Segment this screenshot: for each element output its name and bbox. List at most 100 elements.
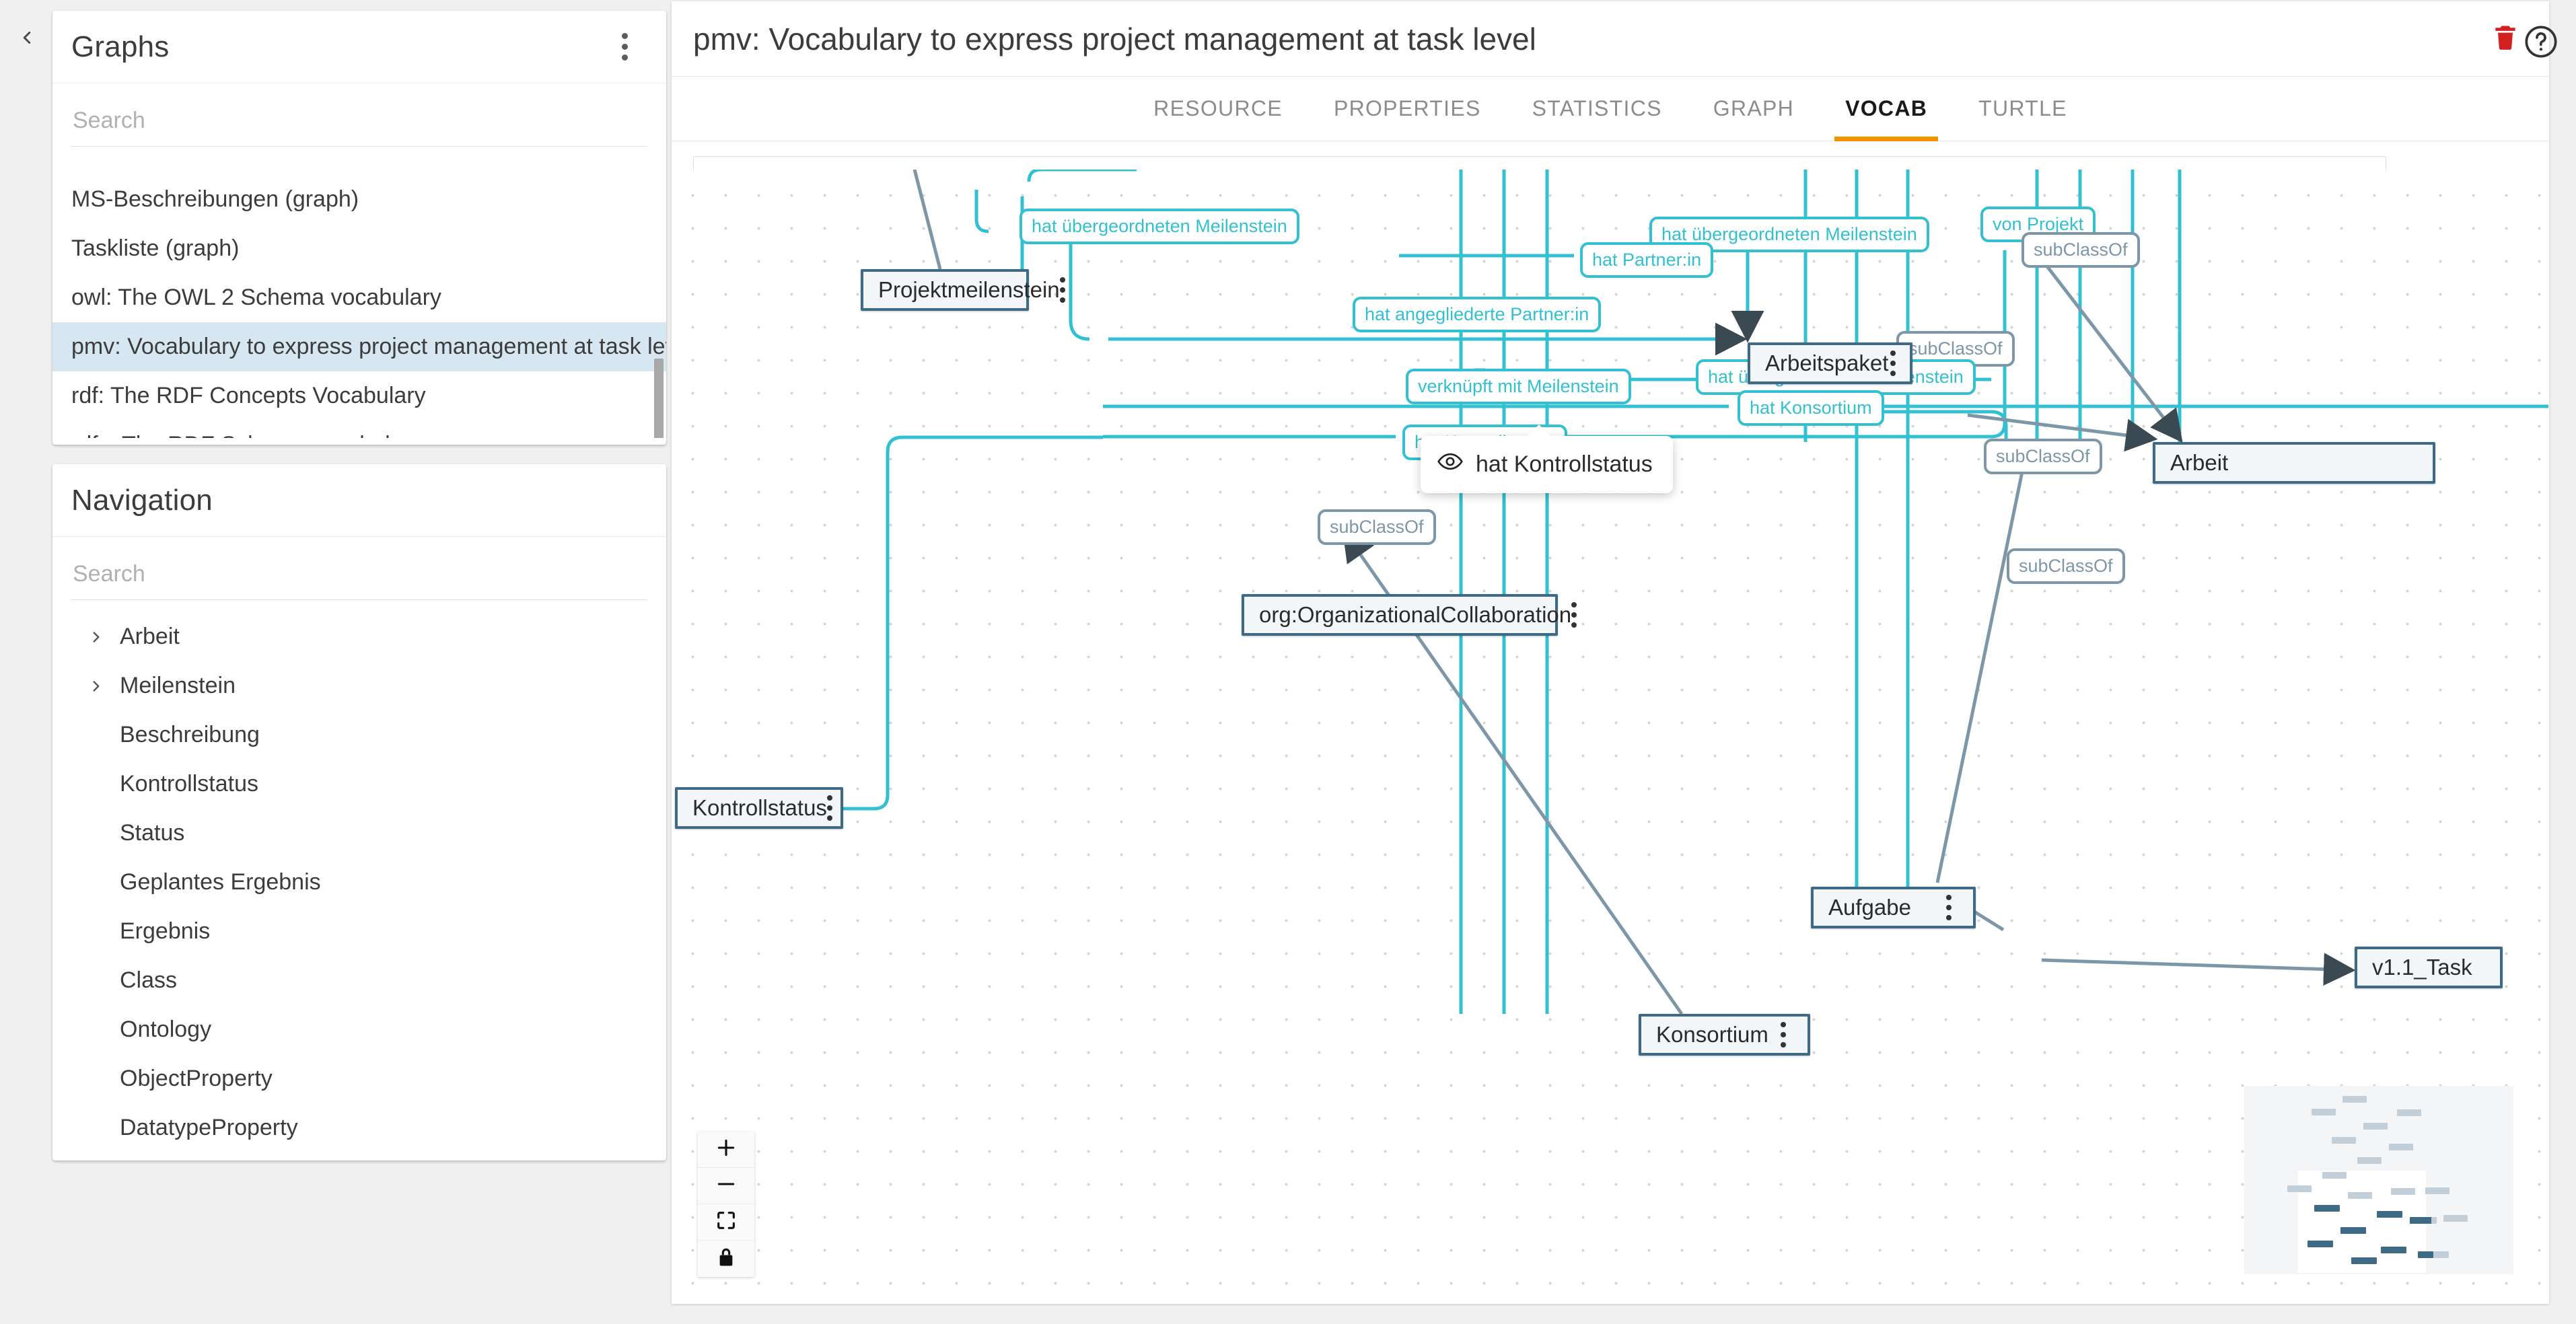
graph-item-label: Taskliste (graph) [71,235,240,261]
navigation-list: Arbeit Meilenstein Beschreibung Kontroll… [52,612,666,1164]
tab-resource[interactable]: RESOURCE [1153,96,1283,120]
graphs-list: MS-Beschreibungen (graph) Taskliste (gra… [52,152,666,438]
tooltip-text: hat Kontrollstatus [1476,451,1653,477]
navigation-search-input[interactable] [71,552,647,600]
minimap-node [2287,1185,2312,1192]
tab-graph[interactable]: GRAPH [1713,96,1795,120]
edge-label-subclassof-4[interactable]: subClassOf [1318,509,1436,545]
minimap[interactable] [2244,1086,2513,1274]
node-label: Arbeit [2170,450,2229,475]
list-item[interactable]: rdf: The RDF Concepts Vocabulary [52,371,666,420]
node-label: Kontrollstatus [692,795,827,820]
list-item[interactable]: rdfs: The RDF Schema vocabulary [52,420,666,438]
graph-node-aufgabe[interactable]: Aufgabe [1811,887,1976,928]
list-item[interactable]: MS-Beschreibungen (graph) [52,175,666,224]
node-menu-button[interactable] [1937,889,1961,926]
zoom-out-button[interactable] [698,1168,754,1204]
nav-item-geplantes-ergebnis[interactable]: Geplantes Ergebnis [52,858,666,907]
node-menu-button[interactable] [1771,1016,1795,1054]
lock-icon [715,1246,738,1272]
edge-label-hat-partnerin[interactable]: hat Partner:in [1580,242,1714,278]
node-menu-button[interactable] [826,789,832,827]
edge-label-hat-angegliederte-partnerin[interactable]: hat angegliederte Partner:in [1353,297,1602,332]
edge-label-subclassof-5[interactable]: subClassOf [2007,548,2125,584]
edge-label-verknuepft-mit-meilenstein[interactable]: verknüpft mit Meilenstein [1406,369,1631,404]
nav-item-datatypeproperty[interactable]: DatatypeProperty [52,1103,666,1152]
list-item[interactable]: owl: The OWL 2 Schema vocabulary [52,273,666,322]
node-menu-button[interactable] [1571,596,1577,634]
tab-vocab[interactable]: VOCAB [1820,77,1953,141]
tab-turtle[interactable]: TURTLE [1978,96,2067,120]
minimap-node [2389,1144,2413,1150]
list-item[interactable]: Taskliste (graph) [52,224,666,273]
graph-node-v11-task[interactable]: v1.1_Task [2355,947,2503,988]
graphs-list-scrollbar[interactable] [654,152,664,438]
graph-canvas[interactable]: Projektmeilenstein Arbeitspaket Arbeit o… [672,170,2548,1302]
tab-bar: RESOURCE PROPERTIES STATISTICS GRAPH VOC… [672,77,2549,141]
nav-item-status[interactable]: Status [52,809,666,858]
edge-label-hat-uebergeordneten-meilenstein-1[interactable]: hat übergeordneten Meilenstein [1019,209,1299,244]
minimap-node [2425,1187,2449,1194]
nav-item-beschreibung[interactable]: Beschreibung [52,710,666,760]
lock-button[interactable] [698,1241,754,1277]
nav-item-meilenstein[interactable]: Meilenstein [52,661,666,710]
scrollbar-thumb[interactable] [654,359,664,438]
nav-item-label: Ergebnis [120,918,211,944]
collapse-sidebar-button[interactable] [7,19,47,59]
edge-label-subclassof-1[interactable]: subClassOf [2022,232,2140,268]
minimap-node [2314,1205,2340,1212]
nav-item-label: ObjectProperty [120,1066,273,1091]
nav-item-label: Meilenstein [120,673,236,698]
tab-properties[interactable]: PROPERTIES [1333,96,1481,120]
nav-item-ergebnis[interactable]: Ergebnis [52,907,666,956]
nav-item-class[interactable]: Class [52,956,666,1005]
node-label: org:OrganizationalCollaboration [1259,602,1572,627]
node-menu-button[interactable] [1888,344,1898,382]
zoom-in-button[interactable] [698,1132,754,1168]
minimap-node [2307,1241,2333,1247]
graph-item-label: MS-Beschreibungen (graph) [71,186,359,212]
navigation-search-row [52,537,666,600]
fit-to-screen-button[interactable] [698,1204,754,1241]
edge-label-hat-uebergeordneten-meilenstein-2[interactable]: hat übergeordneten Meilenstein [1649,217,1929,252]
main-area: pmv: Vocabulary to express project manag… [670,0,2576,1324]
help-button[interactable] [2518,20,2564,66]
list-item[interactable] [52,152,666,175]
minimap-node [2312,1109,2336,1115]
graphs-search-input[interactable] [71,98,647,147]
graph-node-org-organizationalcollaboration[interactable]: org:OrganizationalCollaboration [1242,594,1577,636]
graph-node-projektmeilenstein[interactable]: Projektmeilenstein [861,269,1065,311]
minus-icon [715,1173,738,1199]
minimap-node [2410,1217,2432,1224]
navigation-panel: Navigation Arbeit Meilenstein Beschreibu… [52,464,666,1161]
graph-node-kontrollstatus[interactable]: Kontrollstatus [675,787,843,829]
tab-statistics[interactable]: STATISTICS [1532,96,1662,120]
tabs: RESOURCE PROPERTIES STATISTICS GRAPH VOC… [1128,77,2093,141]
minimap-node [2431,1217,2437,1224]
graphs-panel-menu-button[interactable] [610,28,639,66]
node-menu-button[interactable] [1059,271,1065,309]
graph-node-konsortium[interactable]: Konsortium [1639,1014,1810,1056]
list-item-selected[interactable]: pmv: Vocabulary to express project manag… [52,322,666,371]
minimap-viewport[interactable] [2298,1171,2426,1273]
nav-item-ontology[interactable]: Ontology [52,1005,666,1054]
chevron-right-icon [87,628,105,646]
edge-label-hat-konsortium[interactable]: hat Konsortium [1738,390,1884,426]
graph-node-arbeitspaket[interactable]: Arbeitspaket [1748,342,1912,384]
eye-icon [1437,448,1464,481]
edge-label-subclassof-3[interactable]: subClassOf [1984,439,2102,474]
nav-item-objectproperty[interactable]: ObjectProperty [52,1054,666,1103]
nav-item-arbeit[interactable]: Arbeit [52,612,666,661]
nav-item-kontrollstatus[interactable]: Kontrollstatus [52,760,666,809]
minimap-node [2443,1215,2468,1222]
graph-node-arbeit[interactable]: Arbeit [2153,442,2435,484]
node-label: Projektmeilenstein [878,277,1060,302]
navigation-panel-title: Navigation [71,483,213,517]
help-circle-icon [2524,24,2559,63]
delete-button[interactable] [2482,15,2529,63]
minimap-node [2418,1251,2433,1258]
minimap-node [2332,1137,2356,1144]
minimap-node [2397,1109,2421,1116]
minimap-node [2433,1251,2449,1258]
